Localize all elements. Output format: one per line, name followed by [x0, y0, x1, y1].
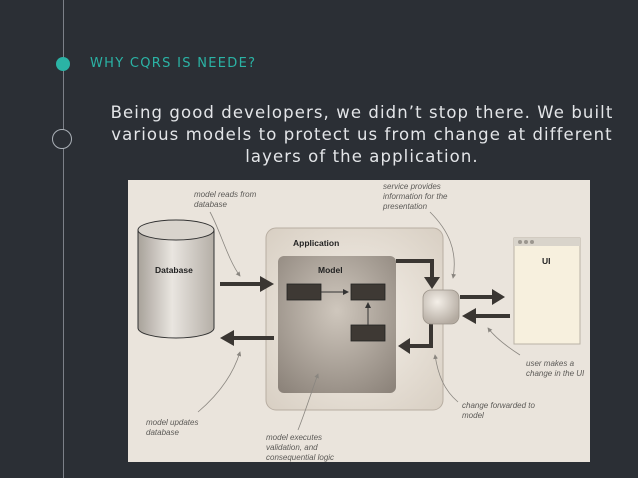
slide-heading: WHY CQRS IS NEEDE?	[90, 56, 257, 71]
model-component	[350, 324, 386, 342]
annotation-pointer	[433, 354, 459, 403]
annotation-pointer	[487, 327, 521, 356]
timeline-line	[63, 0, 64, 478]
database-label: Database	[155, 265, 193, 275]
arrow-model-to-service	[396, 259, 434, 263]
note-model-reads: model reads from database	[194, 190, 258, 209]
annotation-pointer	[197, 351, 242, 413]
timeline-dot	[52, 129, 72, 149]
annotation-pointer	[429, 211, 457, 279]
arrow-service-to-ui	[460, 295, 494, 299]
note-model-updates: model updates database	[146, 418, 201, 437]
model-label: Model	[318, 265, 343, 275]
model-component	[350, 283, 386, 301]
annotation-pointer	[209, 211, 241, 277]
arrow-model-to-service-head	[424, 277, 440, 289]
service-facade	[422, 289, 460, 325]
annotation-pointer	[297, 373, 319, 431]
arrow-db-to-model	[220, 282, 262, 286]
database-cylinder	[137, 219, 215, 339]
arrow-service-to-model	[429, 320, 433, 348]
arrow-service-to-model-head	[398, 338, 410, 354]
note-user-makes-change: user makes a change in the UI	[526, 359, 585, 378]
note-model-executes: model executes validation, and consequen…	[266, 433, 334, 462]
slide-body-text: Being good developers, we didn’t stop th…	[110, 103, 614, 166]
arrow-service-to-ui-head	[492, 289, 505, 305]
arrow-ui-to-service	[474, 314, 510, 318]
model-box	[278, 256, 396, 393]
arrow-service-to-model	[408, 344, 433, 348]
arrow-db-to-model-head	[260, 276, 274, 292]
timeline-dot-active	[56, 57, 70, 71]
note-change-forwarded: change forwarded to model	[462, 401, 537, 420]
ui-label: UI	[542, 256, 551, 266]
note-service-provides: service provides information for the pre…	[382, 182, 450, 211]
arrow-model-to-db-head	[220, 330, 234, 346]
ui-window	[513, 237, 581, 345]
arrow-model-to-service	[430, 259, 434, 279]
arrow-ui-to-service-head	[462, 308, 476, 324]
architecture-diagram: Database Application Model	[128, 180, 590, 462]
application-label: Application	[293, 238, 339, 248]
arrow-model-to-db	[232, 336, 274, 340]
model-component	[286, 283, 322, 301]
